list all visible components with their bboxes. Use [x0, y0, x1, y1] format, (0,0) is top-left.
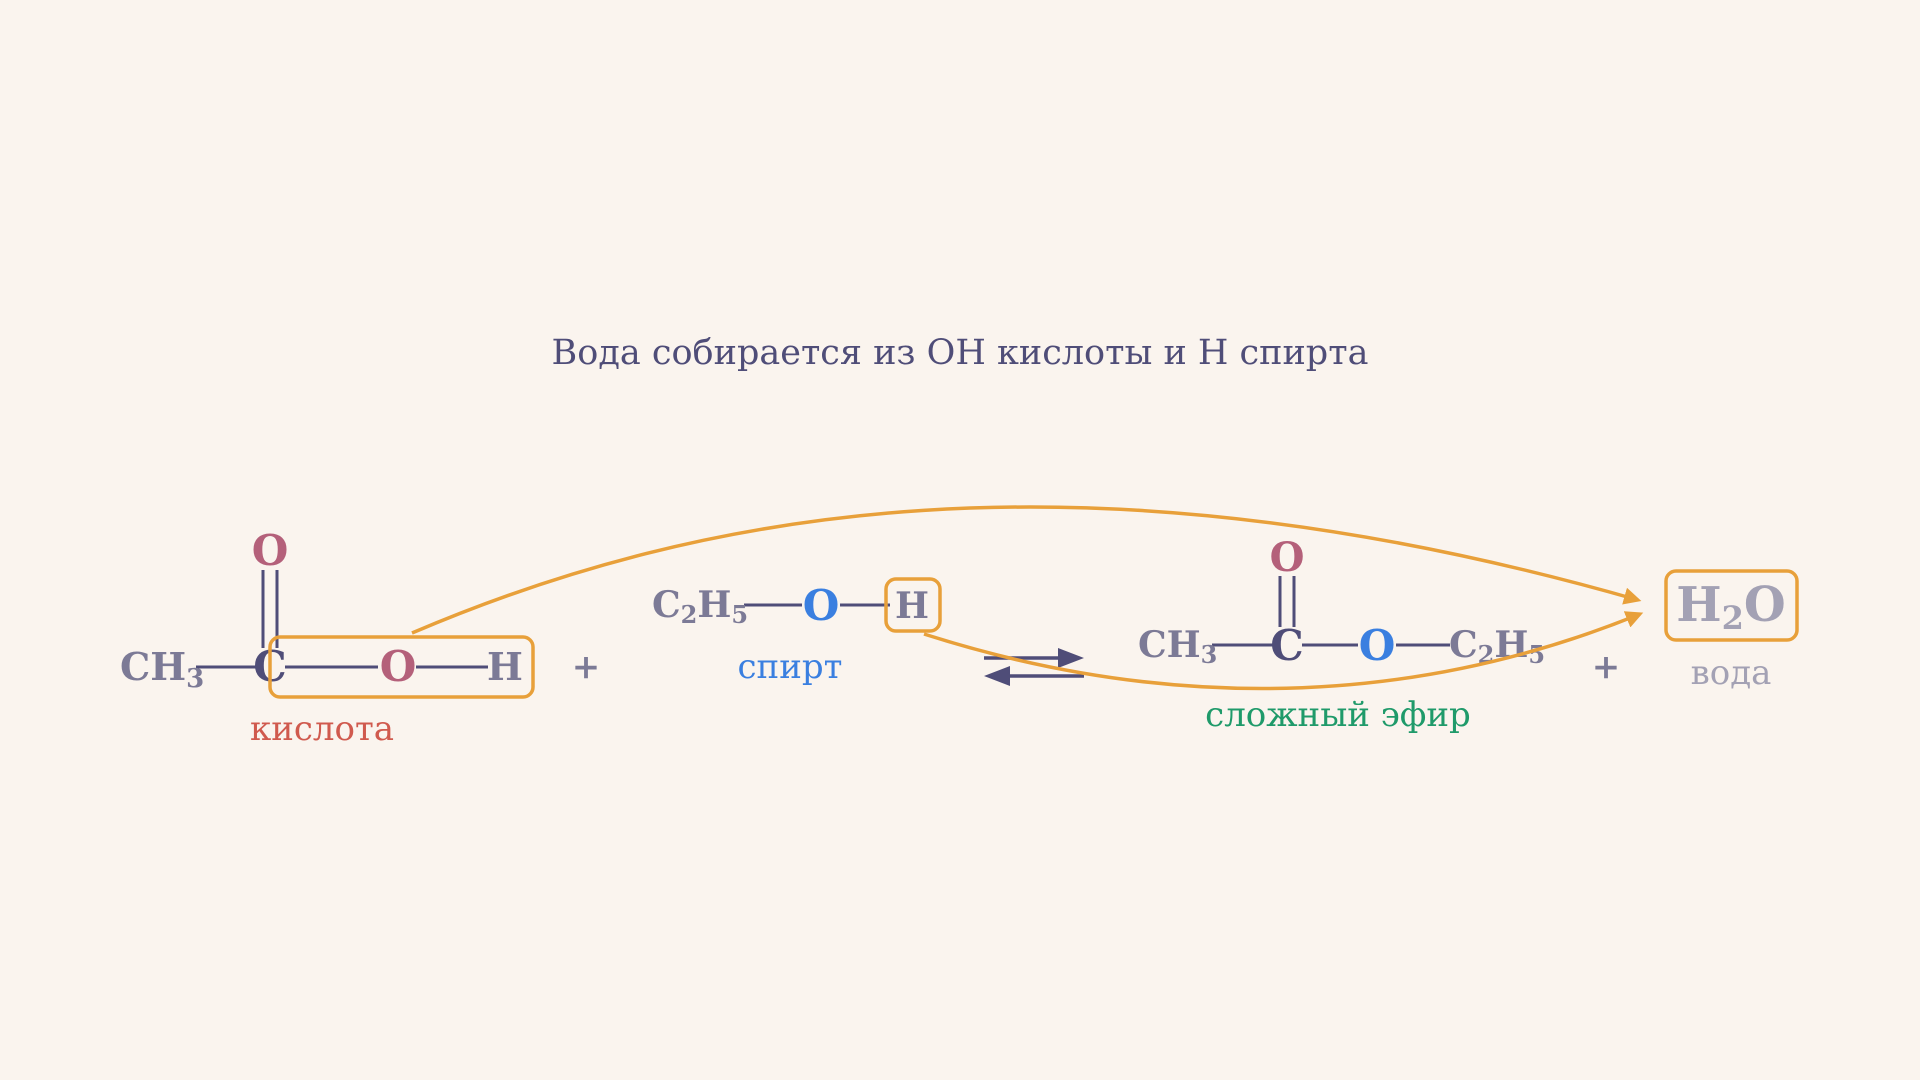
alcohol-hydrogen: H — [895, 585, 929, 627]
h-to-water-arrow — [923, 611, 1644, 691]
ester-label: сложный эфир — [1205, 695, 1471, 735]
diagram-title: Вода собирается из OH кислоты и H спирта — [552, 333, 1369, 373]
alcohol-ethyl-group: C2H5 — [652, 584, 748, 629]
ester-ether-oxygen: O — [1359, 621, 1396, 670]
oh-to-water-arrow — [411, 505, 1642, 635]
water-label: вода — [1691, 653, 1772, 693]
ester-molecule: CH3 C O O C2H5 сложный эфир — [1138, 534, 1545, 735]
reverse-arrow-head — [984, 666, 1010, 686]
water-highlight-box — [1664, 569, 1799, 642]
ester-carbon: C — [1270, 621, 1303, 670]
acid-methyl-group: CH3 — [120, 644, 204, 694]
acid-carbonyl-oxygen: O — [252, 526, 289, 575]
acid-molecule: CH3 C O O H кислота — [120, 526, 535, 749]
plus-sign-right: + — [1592, 647, 1621, 687]
alcohol-molecule: C2H5 O H спирт — [652, 577, 942, 687]
ester-methyl-group: CH3 — [1138, 624, 1217, 669]
acid-label: кислота — [250, 709, 394, 749]
ester-ethyl-group: C2H5 — [1449, 624, 1545, 669]
water-formula: H2O — [1676, 577, 1785, 637]
water-molecule: H2O вода — [1664, 569, 1799, 693]
forward-arrow-head — [1058, 648, 1084, 668]
alcohol-h-highlight-box — [884, 577, 942, 633]
ester-carbonyl-oxygen: O — [1270, 534, 1305, 581]
alcohol-oxygen: O — [803, 581, 840, 630]
acid-hydroxyl-oxygen: O — [380, 642, 417, 691]
acid-hydroxyl-hydrogen: H — [487, 644, 523, 689]
alcohol-label: спирт — [738, 647, 843, 687]
equilibrium-arrows — [984, 648, 1084, 686]
plus-sign-left: + — [572, 647, 601, 687]
acid-oh-highlight-box — [268, 635, 535, 699]
